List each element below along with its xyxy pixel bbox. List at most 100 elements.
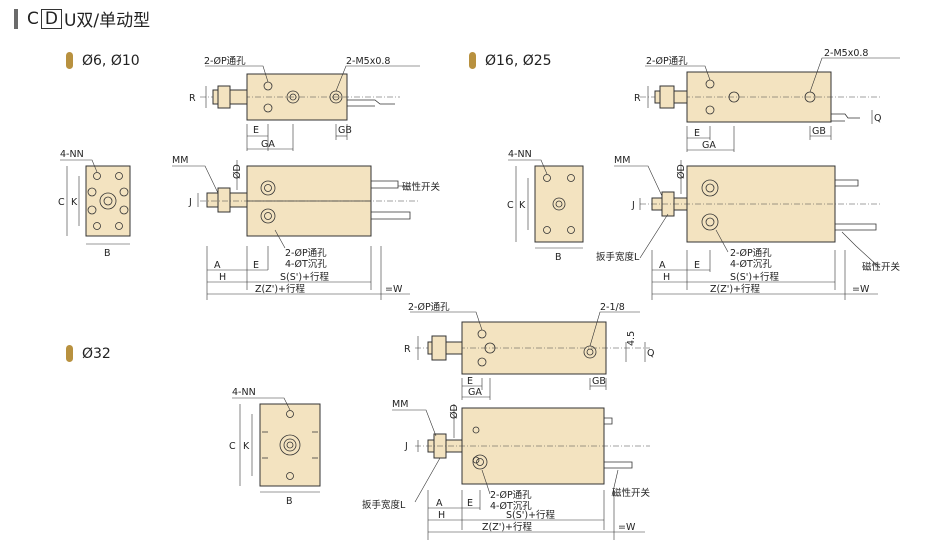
end-plate xyxy=(85,165,131,237)
label-e: E xyxy=(694,260,700,271)
title-boxed-letter: D xyxy=(40,8,62,29)
label-r: R xyxy=(189,93,196,104)
label-c: C xyxy=(507,200,514,211)
label-j: J xyxy=(631,200,635,211)
label-k: K xyxy=(243,441,250,452)
end-view-small: 4-NN C K B xyxy=(58,149,131,259)
label-h: H xyxy=(438,510,445,521)
label-k: K xyxy=(519,200,526,211)
rod-nut xyxy=(659,85,675,109)
label-ga: GA xyxy=(702,140,716,151)
label-k: K xyxy=(71,197,78,208)
label-j: J xyxy=(188,197,192,208)
label-s: S(S')+行程 xyxy=(730,271,780,283)
top-view-small: 2-ØP通孔 2-M5x0.8 R E GA GB xyxy=(189,56,420,151)
label-thread: 2-M5x0.8 xyxy=(346,56,390,67)
label-mm: MM xyxy=(614,155,630,166)
label-e: E xyxy=(467,376,473,387)
section-label-large: Ø32 xyxy=(66,345,111,362)
end-plate xyxy=(534,165,584,243)
label-counterbore: 4-ØT沉孔 xyxy=(285,259,327,270)
label-port: 2-ØP通孔 xyxy=(490,490,532,501)
label-c: C xyxy=(58,197,65,208)
label-h: H xyxy=(219,272,226,283)
top-view-large: 2-ØP通孔 2-1/8 R E GA GB 4.5 Q xyxy=(404,302,654,400)
label-ga: GA xyxy=(261,139,275,150)
section-label-small: Ø6, Ø10 xyxy=(66,52,140,69)
label-z: Z(Z')+行程 xyxy=(482,521,533,533)
label-od: ØD xyxy=(676,164,687,179)
label-a: A xyxy=(436,498,443,509)
label-b: B xyxy=(286,496,293,507)
rod-nut xyxy=(217,187,231,213)
rod-nut xyxy=(217,85,231,109)
rod-nut xyxy=(431,335,447,361)
label-wrench: 扳手宽度L xyxy=(362,499,406,511)
port-thread xyxy=(286,90,300,104)
label-wrench: 扳手宽度L xyxy=(596,251,640,263)
label-w: =W xyxy=(618,522,636,533)
label-e: E xyxy=(467,498,473,509)
label-r: R xyxy=(634,93,641,104)
section-marker xyxy=(66,345,73,362)
label-od: ØD xyxy=(449,404,460,419)
label-w: =W xyxy=(852,284,870,295)
title-prefix: C xyxy=(27,8,39,29)
label-thread: 2-1/8 xyxy=(600,302,625,313)
label-mm: MM xyxy=(392,399,408,410)
label-mm: MM xyxy=(172,155,188,166)
label-port: 2-ØP通孔 xyxy=(730,248,772,259)
label-nn: 4-NN xyxy=(508,149,532,160)
label-r: R xyxy=(404,344,411,355)
label-nn: 4-NN xyxy=(232,387,256,398)
title-suffix: U双/单动型 xyxy=(63,11,151,31)
label-h: H xyxy=(663,272,670,283)
label-switch: 磁性开关 xyxy=(402,181,441,193)
label-j: J xyxy=(404,441,408,452)
label-a: A xyxy=(214,260,221,271)
label-w: =W xyxy=(385,284,403,295)
section-marker xyxy=(66,52,73,69)
label-r45: 4.5 xyxy=(626,331,637,346)
label-a: A xyxy=(659,260,666,271)
end-view-medium: 4-NN C K B xyxy=(507,149,584,263)
label-gb: GB xyxy=(338,125,352,136)
label-z: Z(Z')+行程 xyxy=(710,283,761,295)
end-plate xyxy=(259,403,321,487)
label-gb: GB xyxy=(592,376,606,387)
label-gb: GB xyxy=(812,126,826,137)
label-switch: 磁性开关 xyxy=(612,487,651,499)
front-view-medium: MM ØD J 扳手宽度L 2-ØP通孔 4-ØT沉孔 磁性开关 A E H S… xyxy=(596,155,901,300)
title-bar xyxy=(14,8,18,29)
label-e: E xyxy=(694,128,700,139)
label-z: Z(Z')+行程 xyxy=(255,283,306,295)
section-label-medium: Ø16, Ø25 xyxy=(469,52,552,69)
label-ga: GA xyxy=(468,387,482,398)
label-s: S(S')+行程 xyxy=(506,509,556,521)
label-q: Q xyxy=(874,113,881,124)
label-nn: 4-NN xyxy=(60,149,84,160)
page-title: C D U双/单动型 xyxy=(14,6,150,31)
label-counterbore: 4-ØT沉孔 xyxy=(730,259,772,270)
label-e: E xyxy=(253,125,259,136)
label-c: C xyxy=(229,441,236,452)
label-port: 2-ØP通孔 xyxy=(204,56,246,67)
label-port: 2-ØP通孔 xyxy=(646,56,688,67)
label-b: B xyxy=(555,252,562,263)
label-counterbore: 4-ØT沉孔 xyxy=(490,501,532,512)
front-view-large: MM ØD J 扳手宽度L 2-ØP通孔 4-ØT沉孔 磁性开关 A E H S… xyxy=(362,399,651,540)
front-view-small: MM ØD J 磁性开关 2-ØP通孔 4-ØT沉孔 A E H S(S')+行… xyxy=(172,155,441,300)
label-q: Q xyxy=(647,348,654,359)
label-s: S(S')+行程 xyxy=(280,271,330,283)
label-port: 2-ØP通孔 xyxy=(285,248,327,259)
port-hole xyxy=(263,103,273,113)
top-view-medium: 2-ØP通孔 2-M5x0.8 R E GA GB Q xyxy=(634,48,900,152)
label-e: E xyxy=(253,260,259,271)
section-marker xyxy=(469,52,476,69)
label-thread: 2-M5x0.8 xyxy=(824,48,868,59)
label-port: 2-ØP通孔 xyxy=(408,302,450,313)
end-view-large: 4-NN C K B xyxy=(229,387,321,507)
label-od: ØD xyxy=(232,164,243,179)
label-switch: 磁性开关 xyxy=(862,261,901,273)
